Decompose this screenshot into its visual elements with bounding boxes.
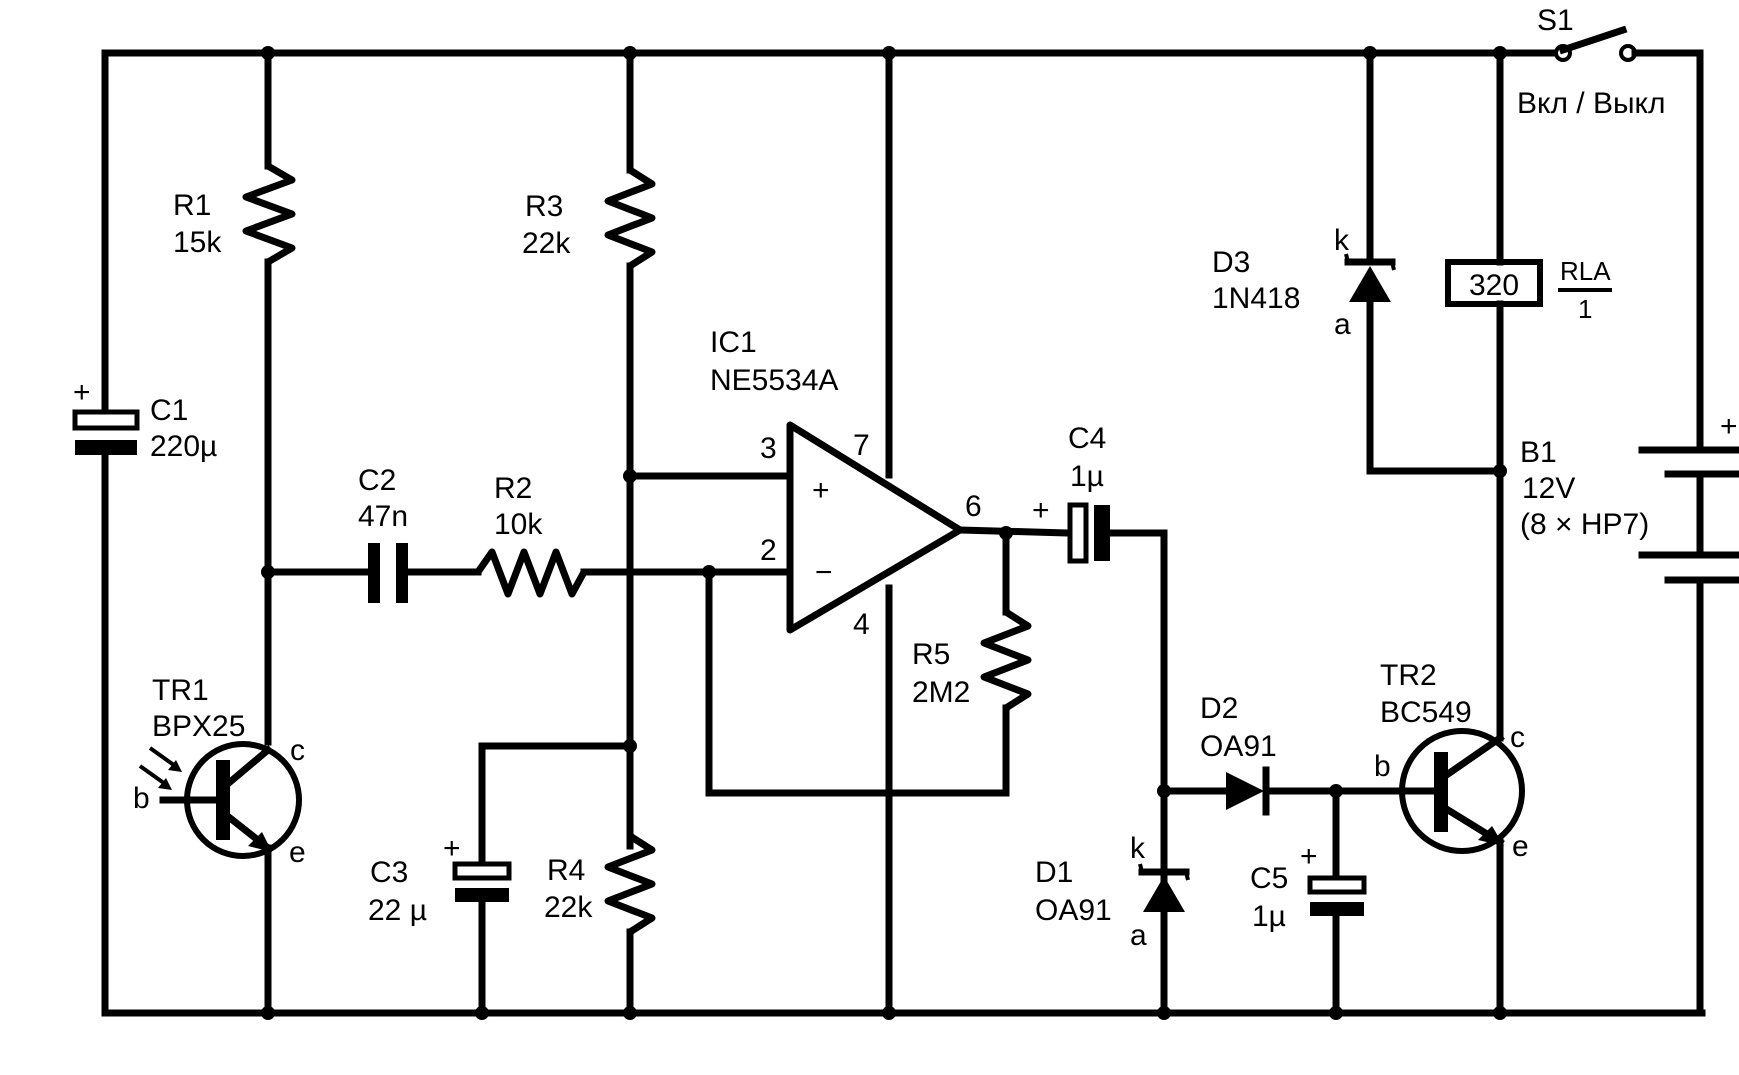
ic1-value: NE5534A	[710, 364, 838, 397]
d3-pin-a: a	[1334, 308, 1351, 341]
r1-resistor: R1 15k	[173, 49, 296, 576]
c3-plus: +	[443, 832, 461, 865]
d1-value: OA91	[1035, 894, 1112, 927]
pin-6: 6	[965, 490, 982, 523]
c1-value: 220µ	[150, 430, 217, 463]
r4-name: R4	[547, 854, 585, 887]
ic1-name: IC1	[710, 326, 757, 359]
ic1-opamp: + − 3 2 7 6 4 IC1 NE5534A	[710, 326, 982, 641]
pin-7: 7	[853, 429, 870, 462]
r3-resistor: R3 22k	[522, 49, 656, 850]
d3-value: 1N418	[1212, 282, 1300, 315]
tr2-pin-b: b	[1374, 750, 1391, 783]
tr1-value: BPX25	[152, 710, 245, 743]
tr2-transistor: TR2 BC549 b c e	[1374, 659, 1529, 863]
pin-4: 4	[853, 608, 870, 641]
c5-plus: +	[1300, 840, 1318, 873]
ic1-plus-sign: +	[812, 474, 830, 507]
d3-pin-k: k	[1334, 224, 1350, 257]
r1-value: 15k	[173, 226, 222, 259]
c2-value: 47n	[358, 500, 408, 533]
c3-capacitor: + C3 22 µ	[368, 742, 634, 1017]
c4-capacitor: + C4 1µ	[956, 422, 1168, 1017]
s1-switch: S1 Вкл / Выкл	[1517, 4, 1704, 120]
c1-capacitor: + C1 220µ	[72, 49, 217, 1017]
c4-plus: +	[1032, 494, 1050, 527]
tr1-pin-c: c	[290, 734, 305, 767]
c2-capacitor: C2 47n	[264, 464, 482, 603]
c2-name: C2	[358, 464, 396, 497]
r5-name: R5	[912, 638, 950, 671]
tr2-value: BC549	[1380, 696, 1472, 729]
r5-value: 2M2	[912, 676, 970, 709]
relay-value: 320	[1469, 269, 1519, 302]
d1-name: D1	[1035, 856, 1073, 889]
b1-battery: + B1 12V (8 × HP7)	[1520, 49, 1739, 1017]
b1-name: B1	[1520, 436, 1557, 469]
d2-name: D2	[1200, 692, 1238, 725]
tr2-name: TR2	[1380, 659, 1437, 692]
c5-name: C5	[1250, 862, 1288, 895]
tr2-pin-c: c	[1510, 721, 1525, 754]
tr2-pin-e: e	[1512, 830, 1529, 863]
c1-name: C1	[150, 394, 188, 427]
c4-name: C4	[1068, 422, 1106, 455]
d2-diode: D2 OA91	[1160, 692, 1404, 816]
r3-value: 22k	[522, 227, 571, 260]
tr1-pin-e: e	[289, 836, 306, 869]
c3-value: 22 µ	[368, 894, 427, 927]
b1-value: 12V	[1522, 472, 1575, 505]
r5-resistor: R5 2M2	[705, 529, 1032, 797]
r4-resistor: R4 22k	[544, 833, 656, 1017]
r2-resistor: R2 10k	[475, 472, 794, 598]
tr1-phototransistor: TR1 BPX25 c b e	[133, 568, 306, 1017]
relay-ref-bottom: 1	[1578, 294, 1592, 324]
c3-name: C3	[370, 856, 408, 889]
b1-plus: +	[1720, 410, 1738, 443]
d3-name: D3	[1212, 246, 1250, 279]
tr1-name: TR1	[152, 674, 209, 707]
c1-plus: +	[73, 376, 91, 409]
d2-value: OA91	[1200, 730, 1277, 763]
r4-value: 22k	[544, 891, 593, 924]
d1-diode: k a D1 OA91	[1035, 832, 1190, 952]
pin-2: 2	[760, 534, 777, 567]
pin-3: 3	[760, 432, 777, 465]
r2-value: 10k	[494, 508, 543, 541]
b1-detail: (8 × HP7)	[1520, 508, 1649, 541]
r3-name: R3	[525, 190, 563, 223]
d3-diode: k a D3 1N418	[1212, 49, 1504, 475]
d1-pin-k: k	[1130, 832, 1146, 865]
c4-value: 1µ	[1070, 460, 1104, 493]
ic1-minus-sign: −	[815, 556, 833, 589]
r2-name: R2	[494, 472, 532, 505]
s1-value: Вкл / Выкл	[1517, 87, 1666, 120]
d1-pin-a: a	[1130, 919, 1147, 952]
junctions	[261, 46, 1507, 1020]
r1-name: R1	[173, 189, 211, 222]
s1-name: S1	[1537, 4, 1574, 37]
c5-value: 1µ	[1252, 900, 1286, 933]
tr1-pin-b: b	[133, 782, 150, 815]
c5-capacitor: + C5 1µ	[1250, 787, 1367, 1017]
relay-coil: 320 RLA 1	[1445, 49, 1612, 1017]
relay-ref-top: RLA	[1560, 256, 1611, 286]
